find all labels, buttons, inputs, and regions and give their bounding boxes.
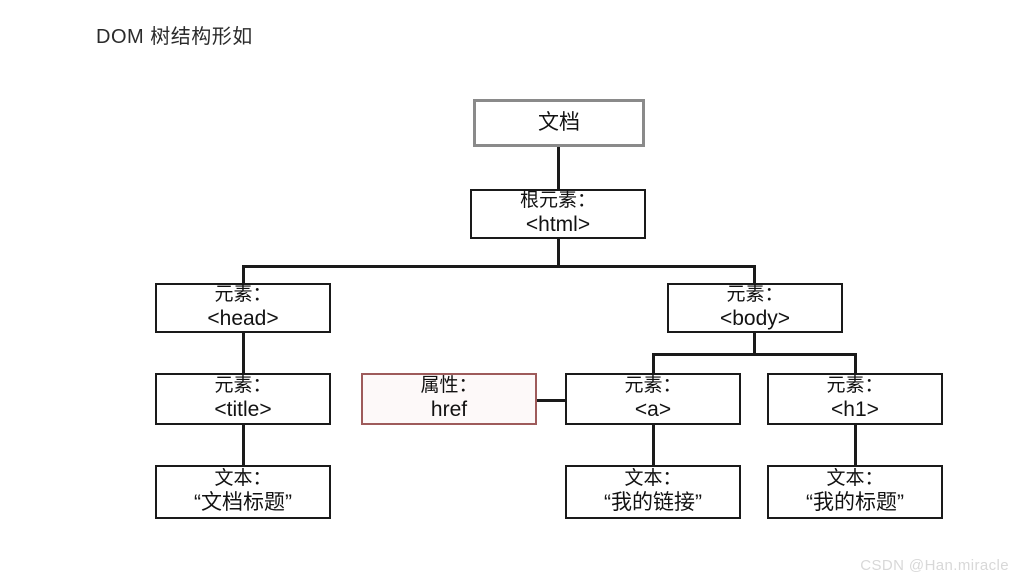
node-a[interactable]: 元素： <a> [565,373,741,425]
edge-title-text [242,425,245,465]
page-title: DOM 树结构形如 [96,26,253,48]
node-document-label: 文档 [538,110,580,134]
edge-body-h1-drop [854,353,857,373]
node-title-label-2: <title> [214,397,272,421]
node-a-label-1: 元素： [624,375,682,397]
node-head-label-1: 元素： [214,284,272,306]
node-head[interactable]: 元素： <head> [155,283,331,333]
node-html[interactable]: 根元素： <html> [470,189,646,239]
node-a-label-2: <a> [634,397,672,421]
edge-html-bar [242,265,755,268]
node-title-label-1: 元素： [214,375,272,397]
node-h1-label-2: <h1> [831,397,879,421]
node-text-title-label-2: “文档标题” [194,490,292,514]
node-text-link-label-1: 文本： [624,468,682,490]
node-text-heading-label-2: “我的标题” [806,490,904,514]
node-document[interactable]: 文档 [473,99,645,147]
node-h1[interactable]: 元素： <h1> [767,373,943,425]
node-href-label-1: 属性： [420,375,478,397]
edge-body-a-drop [652,353,655,373]
edge-body-stem [753,333,756,355]
node-head-label-2: <head> [207,306,279,330]
node-text-link-label-2: “我的链接” [604,490,702,514]
node-text-title[interactable]: 文本： “文档标题” [155,465,331,519]
edge-document-html [557,146,560,190]
watermark: CSDN @Han.miracle [860,557,1009,574]
node-body-label-2: <body> [719,306,791,330]
edge-a-text [652,425,655,465]
edge-head-title [242,333,245,373]
node-text-heading-label-1: 文本： [826,468,884,490]
node-href-label-2: href [430,397,468,421]
edge-html-head-drop [242,265,245,283]
node-text-title-label-1: 文本： [214,468,272,490]
node-href[interactable]: 属性： href [361,373,537,425]
edge-body-bar [652,353,856,356]
node-html-label-2: <html> [525,212,591,236]
node-text-link[interactable]: 文本： “我的链接” [565,465,741,519]
node-title[interactable]: 元素： <title> [155,373,331,425]
edge-href-a [535,399,566,402]
node-html-label-1: 根元素： [519,190,596,212]
node-text-heading[interactable]: 文本： “我的标题” [767,465,943,519]
node-body[interactable]: 元素： <body> [667,283,843,333]
edge-html-stem [557,239,560,267]
node-h1-label-1: 元素： [826,375,884,397]
node-body-label-1: 元素： [726,284,784,306]
edge-h1-text [854,425,857,465]
edge-html-body-drop [753,265,756,283]
